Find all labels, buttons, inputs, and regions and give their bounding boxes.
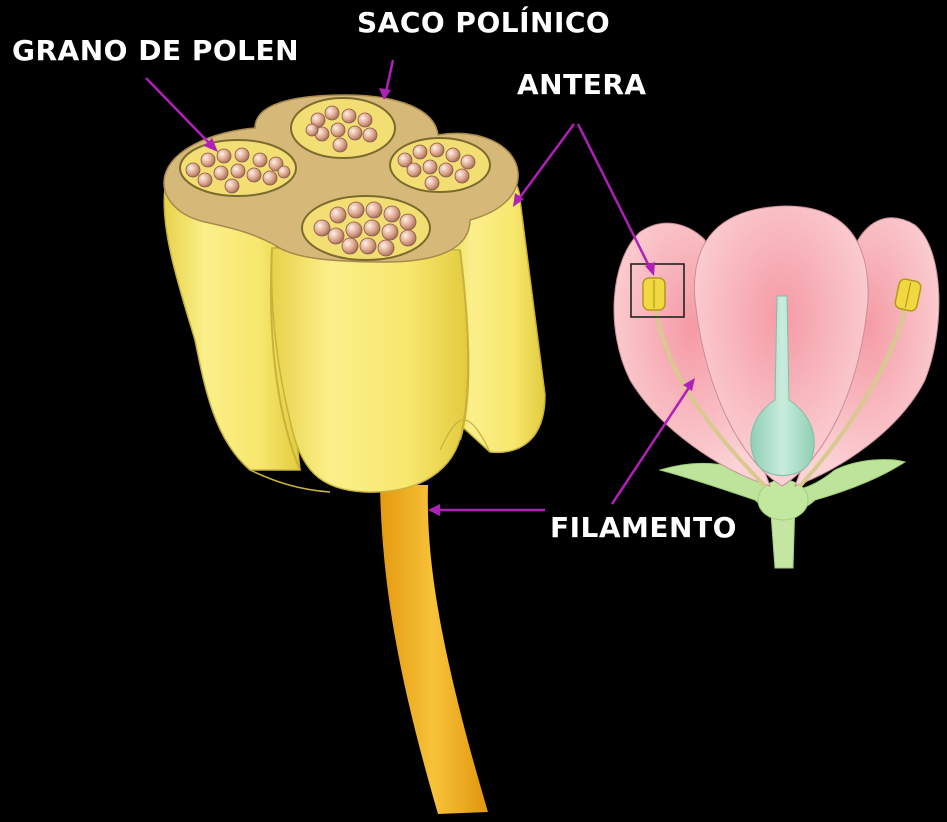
pointer-saco-polinico: [384, 59, 395, 93]
pollen-grains-top: [305, 105, 378, 153]
stamen-filament-right: [798, 299, 909, 488]
anther-highlight-box: [630, 263, 685, 318]
label-filamento: FILAMENTO: [550, 511, 737, 544]
pointer-antera-small: [576, 123, 652, 269]
pollen-grains-left: [185, 147, 291, 194]
pollen-grains-right: [397, 142, 476, 191]
pointer-filamento-small: [610, 385, 692, 505]
small-anther-left: [642, 277, 666, 311]
pistil: [750, 295, 815, 476]
pollen-grains-front: [313, 201, 417, 257]
label-saco-polinico: SACO POLÍNICO: [357, 6, 611, 39]
flower: [613, 205, 940, 569]
pointer-lines: [145, 59, 695, 516]
pointer-antera-large: [516, 123, 576, 201]
label-grano-de-polen: GRANO DE POLEN: [12, 34, 300, 67]
anther-cross-section: [163, 94, 546, 493]
label-antera: ANTERA: [517, 68, 647, 101]
anther-top-face: [163, 94, 519, 263]
pointer-grano-de-polen: [145, 77, 213, 147]
filament: [380, 485, 488, 814]
small-anther-right: [894, 278, 922, 312]
